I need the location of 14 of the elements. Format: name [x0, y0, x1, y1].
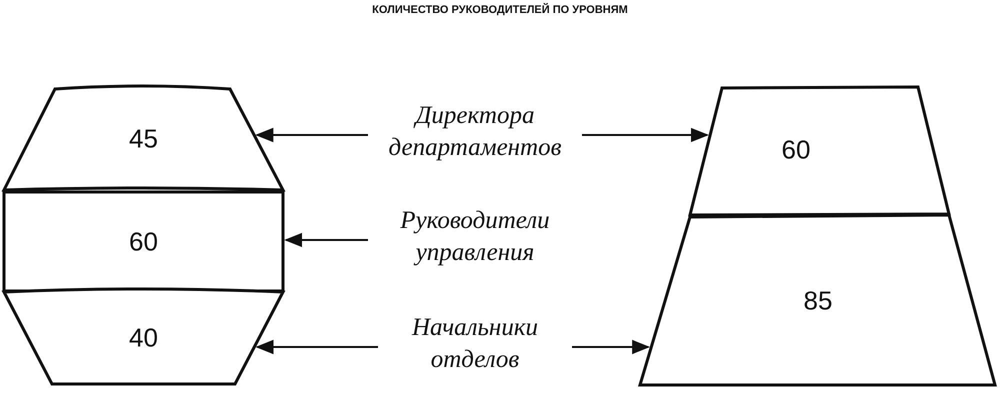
count-number: 60 [129, 226, 158, 258]
arrow [582, 128, 709, 142]
diagram-title: КОЛИЧЕСТВО РУКОВОДИТЕЛЕЙ ПО УРОВНЯМ [371, 4, 629, 16]
arrow [256, 340, 378, 354]
count-number: 85 [804, 286, 832, 316]
count-number: 45 [129, 124, 158, 154]
count-number: 40 [129, 322, 158, 354]
arrow [572, 340, 650, 354]
level-label: Руководители управления [370, 205, 580, 275]
arrow [284, 232, 368, 248]
arrow [255, 128, 368, 142]
level-label: Директора департаментов [370, 100, 580, 170]
count-number: 60 [782, 134, 810, 166]
level-label: Начальники отделов [380, 312, 570, 382]
